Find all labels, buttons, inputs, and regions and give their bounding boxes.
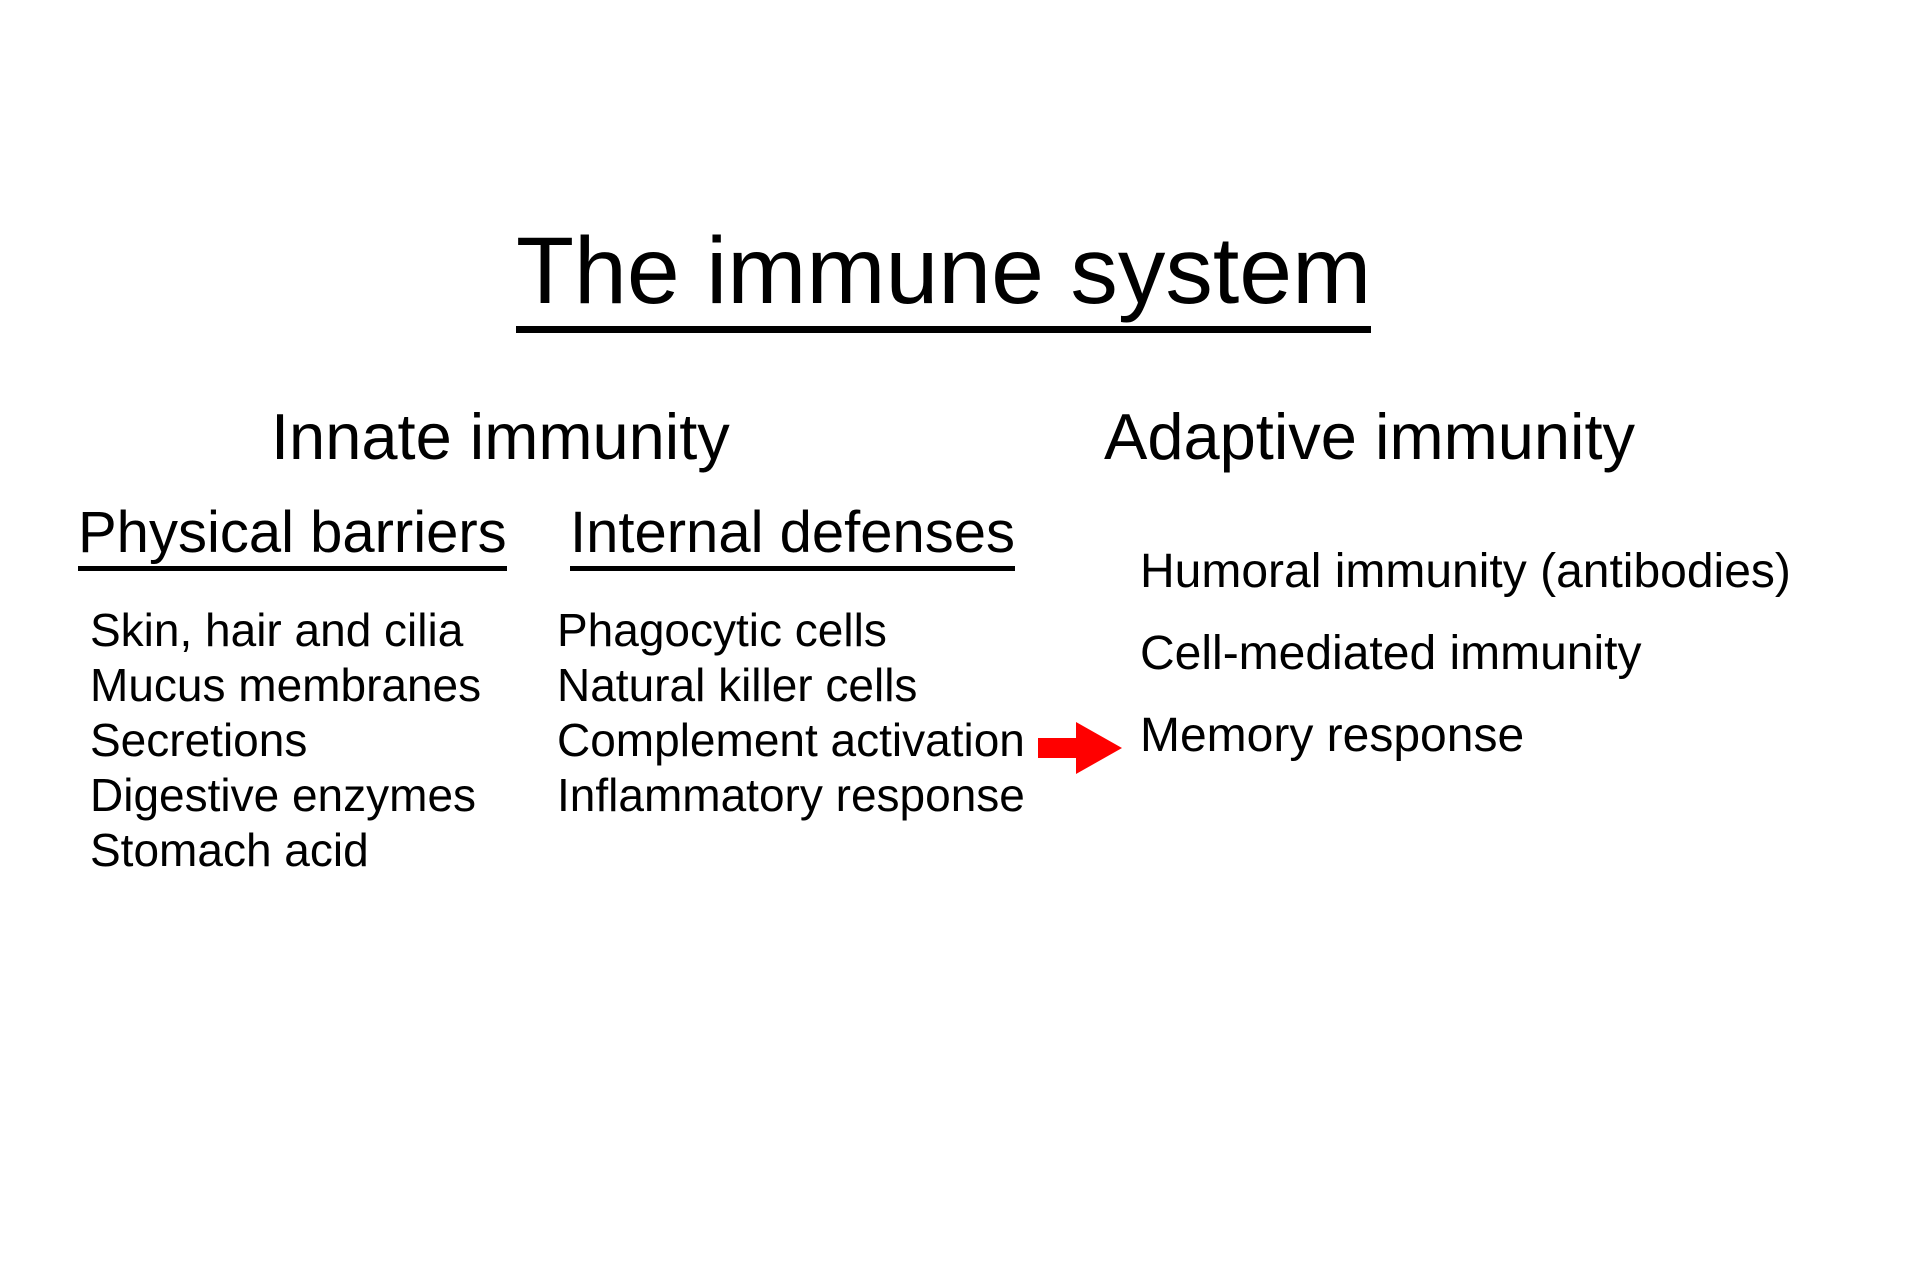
adaptive-immunity-list: Humoral immunity (antibodies) Cell-media… xyxy=(1140,548,1791,794)
list-item: Phagocytic cells xyxy=(557,604,887,656)
arrow-shaft xyxy=(1038,738,1080,758)
list-item: Humoral immunity (antibodies) xyxy=(1140,545,1791,598)
list-item: Inflammatory response xyxy=(557,769,1025,821)
physical-barriers-heading: Physical barriers xyxy=(78,504,507,571)
physical-barriers-list: Skin, hair and cilia Mucus membranes Sec… xyxy=(90,603,481,878)
innate-immunity-heading: Innate immunity xyxy=(271,400,730,473)
list-item: Complement activation xyxy=(557,714,1025,766)
list-item: Cell-mediated immunity xyxy=(1140,627,1642,680)
adaptive-immunity-heading: Adaptive immunity xyxy=(1104,400,1636,473)
list-item: Stomach acid xyxy=(90,824,369,876)
red-arrow-right-icon xyxy=(1038,722,1122,774)
internal-defenses-list: Phagocytic cells Natural killer cells Co… xyxy=(557,603,1025,823)
arrow-head xyxy=(1076,722,1122,774)
list-item: Skin, hair and cilia xyxy=(90,604,464,656)
slide-title: The immune system xyxy=(516,224,1372,333)
list-item: Digestive enzymes xyxy=(90,769,477,821)
list-item: Memory response xyxy=(1140,709,1525,762)
list-item: Natural killer cells xyxy=(557,659,918,711)
list-item: Secretions xyxy=(90,714,308,766)
internal-defenses-heading: Internal defenses xyxy=(570,504,1015,571)
list-item: Mucus membranes xyxy=(90,659,482,711)
